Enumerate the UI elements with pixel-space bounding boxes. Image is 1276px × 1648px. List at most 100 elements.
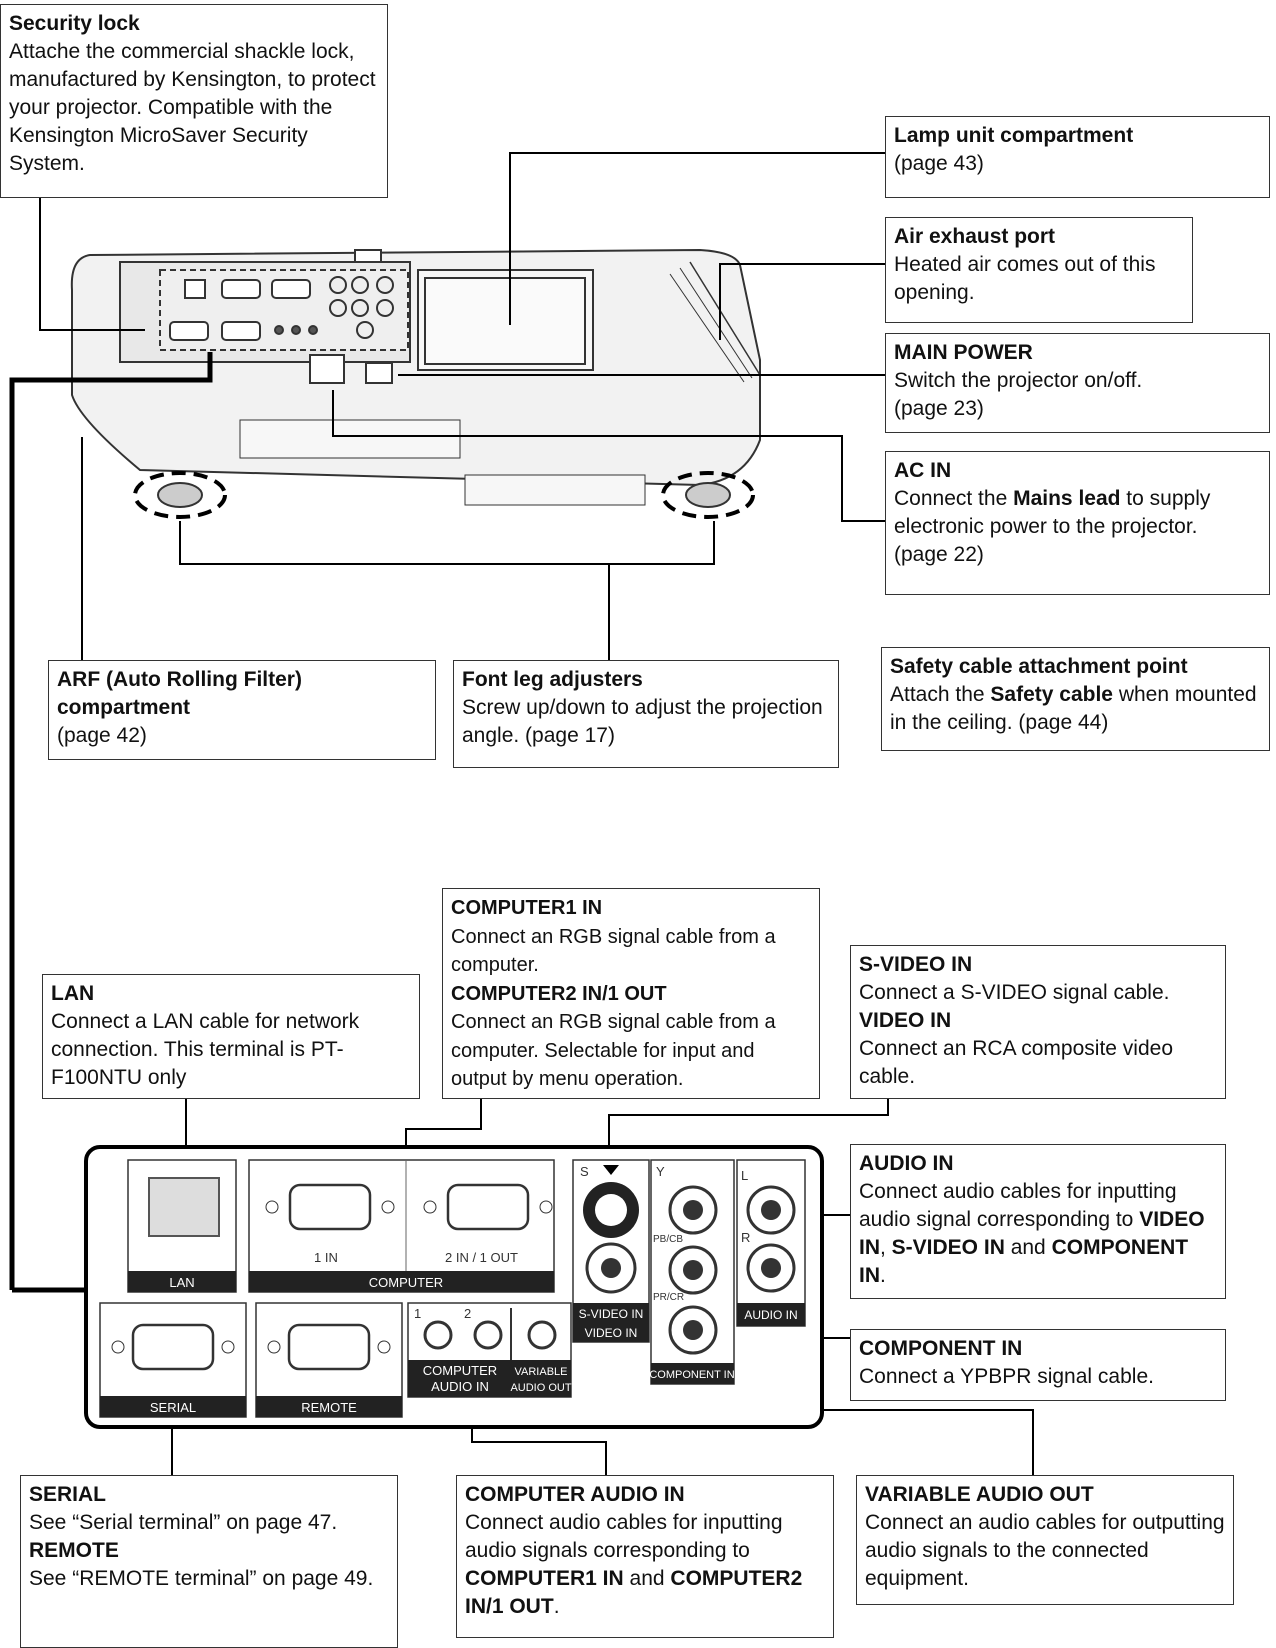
callout-lamp-unit: Lamp unit compartment (page 43) [885, 116, 1270, 198]
callout-title: COMPUTER AUDIO IN [465, 1483, 685, 1506]
text-bold: S-VIDEO IN [891, 1236, 1005, 1259]
callout-leg-adjusters: Font leg adjusters Screw up/down to adju… [453, 660, 839, 768]
panel-label-serial: SERIAL [150, 1400, 196, 1415]
callout-air-exhaust: Air exhaust port Heated air comes out of… [885, 217, 1193, 323]
text-mid: and [623, 1567, 671, 1590]
callout-title-2: REMOTE [29, 1539, 119, 1562]
callout-desc: (page 42) [57, 724, 147, 747]
callout-desc: Switch the projector on/off. [894, 369, 1143, 392]
callout-title: MAIN POWER [894, 341, 1033, 364]
callout-computer-audio-in: COMPUTER AUDIO IN Connect audio cables f… [456, 1475, 834, 1638]
text-pre: Connect the [894, 487, 1014, 510]
panel-label-s: S [580, 1164, 589, 1179]
text-mid: and [1004, 1236, 1052, 1259]
callout-computer-in: COMPUTER1 IN Connect an RGB signal cable… [442, 888, 820, 1099]
panel-label-remote: REMOTE [301, 1400, 357, 1415]
callout-title: COMPUTER1 IN [451, 897, 603, 919]
callout-title: AUDIO IN [859, 1152, 954, 1175]
callout-desc: (page 43) [894, 152, 984, 175]
callout-title: Font leg adjusters [462, 668, 643, 691]
panel-label-audioin: AUDIO IN [744, 1308, 797, 1322]
panel-label-computer: COMPUTER [369, 1275, 443, 1290]
callout-desc: Connect an RGB signal cable from a compu… [451, 925, 776, 977]
callout-desc: Connect audio cables for inputting audio… [465, 1509, 825, 1621]
callout-title: VARIABLE AUDIO OUT [865, 1483, 1094, 1506]
text-bold: COMPONENT IN [859, 1236, 1189, 1287]
panel-label-prcr: PR/CR [653, 1292, 684, 1303]
callout-main-power: MAIN POWER Switch the projector on/off. … [885, 333, 1270, 433]
callout-page: (page 22) [894, 543, 984, 566]
callout-component-in: COMPONENT IN Connect a YPBPR signal cabl… [850, 1329, 1226, 1401]
callout-page: (page 23) [894, 397, 984, 420]
callout-desc: See “Serial terminal” on page 47. [29, 1511, 338, 1534]
projector-illustration [70, 248, 761, 519]
text-bold: VIDEO IN [859, 1208, 1205, 1259]
callout-title: Air exhaust port [894, 225, 1056, 248]
callout-desc-2: Connect an RCA composite video cable. [859, 1037, 1174, 1088]
callout-title: Security lock [9, 12, 140, 35]
text-post: to supply electronic power to the projec… [894, 487, 1211, 538]
callout-desc: Screw up/down to adjust the projection a… [462, 696, 823, 747]
text-mid: , [880, 1236, 892, 1259]
callout-desc: Connect a YPBPR signal cable. [859, 1365, 1154, 1388]
callout-desc: Connect the Mains lead to supply electro… [894, 485, 1261, 541]
callout-svideo-in: S-VIDEO IN Connect a S-VIDEO signal cabl… [850, 945, 1226, 1099]
callout-serial-remote: SERIAL See “Serial terminal” on page 47.… [20, 1475, 398, 1648]
text-pre: Attach the [890, 683, 991, 706]
callout-desc: Attach the Safety cable when mounted in … [890, 681, 1261, 737]
panel-label-component: COMPONENT IN [649, 1369, 734, 1381]
panel-label-1in: 1 IN [314, 1250, 338, 1265]
callout-title: Safety cable attachment point [890, 655, 1188, 678]
connector-panel [84, 1145, 824, 1429]
callout-title: AC IN [894, 459, 952, 482]
callout-desc: Connect a LAN cable for network connecti… [51, 1010, 360, 1089]
callout-title: Lamp unit compartment [894, 124, 1134, 147]
callout-security-lock: Security lock Attache the commercial sha… [0, 4, 388, 198]
callout-desc: Connect a S-VIDEO signal cable. [859, 981, 1170, 1004]
text-end: . [880, 1264, 886, 1287]
text-bold: Mains lead [1013, 487, 1121, 510]
callout-desc: Connect audio cables for inputting audio… [859, 1178, 1217, 1290]
callout-desc: Connect an audio cables for outputting a… [865, 1511, 1225, 1590]
callout-variable-audio-out: VARIABLE AUDIO OUT Connect an audio cabl… [856, 1475, 1234, 1605]
callout-desc: Attache the commercial shackle lock, man… [9, 40, 376, 175]
text-pre: Connect audio cables for inputting audio… [465, 1511, 783, 1562]
callout-ac-in: AC IN Connect the Mains lead to supply e… [885, 451, 1270, 595]
panel-label-compaudio-1: COMPUTER [423, 1363, 497, 1378]
text-post: when mounted in the ceiling. (page 44) [890, 683, 1257, 734]
callout-desc-2: Connect an RGB signal cable from a compu… [451, 1011, 776, 1090]
callout-title-2: COMPUTER2 IN/1 OUT [451, 982, 667, 1005]
panel-label-compaudio-2: AUDIO IN [431, 1379, 489, 1394]
callout-safety-cable: Safety cable attachment point Attach the… [881, 647, 1270, 751]
callout-title: COMPONENT IN [859, 1337, 1023, 1360]
panel-label-n1: 1 [414, 1306, 421, 1321]
text-bold: Safety cable [990, 683, 1113, 706]
callout-lan: LAN Connect a LAN cable for network conn… [42, 974, 420, 1099]
panel-label-lan: LAN [169, 1275, 194, 1290]
panel-label-y: Y [656, 1164, 665, 1179]
panel-label-video: VIDEO IN [585, 1326, 638, 1340]
panel-label-svideo: S-VIDEO IN [579, 1307, 644, 1321]
callout-title: ARF (Auto Rolling Filter) compartment [57, 668, 302, 719]
callout-audio-in: AUDIO IN Connect audio cables for inputt… [850, 1144, 1226, 1299]
panel-label-2in1out: 2 IN / 1 OUT [445, 1250, 518, 1265]
callout-arf-compartment: ARF (Auto Rolling Filter) compartment (p… [48, 660, 436, 760]
callout-title: LAN [51, 982, 95, 1005]
panel-label-r: R [741, 1230, 750, 1245]
text-end: . [553, 1595, 560, 1618]
callout-desc-2: See “REMOTE terminal” on page 49. [29, 1567, 374, 1590]
text-bold: COMPUTER2 IN/1 OUT [465, 1567, 803, 1618]
panel-labels: LAN COMPUTER S-VIDEO IN VIDEO IN COMPONE… [150, 1275, 798, 1415]
panel-sublabels: 1 IN 2 IN / 1 OUT S Y PB/CB PR/CR L R 1 … [314, 1164, 750, 1321]
panel-label-l: L [741, 1168, 748, 1183]
panel-label-var-2: AUDIO OUT [510, 1382, 571, 1394]
callout-desc: Heated air comes out of this opening. [894, 253, 1156, 304]
panel-label-var-1: VARIABLE [515, 1366, 568, 1378]
panel-label-pbcb: PB/CB [653, 1234, 683, 1245]
panel-label-n2: 2 [464, 1306, 471, 1321]
callout-title: S-VIDEO IN [859, 953, 973, 976]
callout-title: SERIAL [29, 1483, 107, 1506]
text-bold: COMPUTER1 IN [465, 1567, 624, 1590]
callout-title-2: VIDEO IN [859, 1009, 952, 1032]
